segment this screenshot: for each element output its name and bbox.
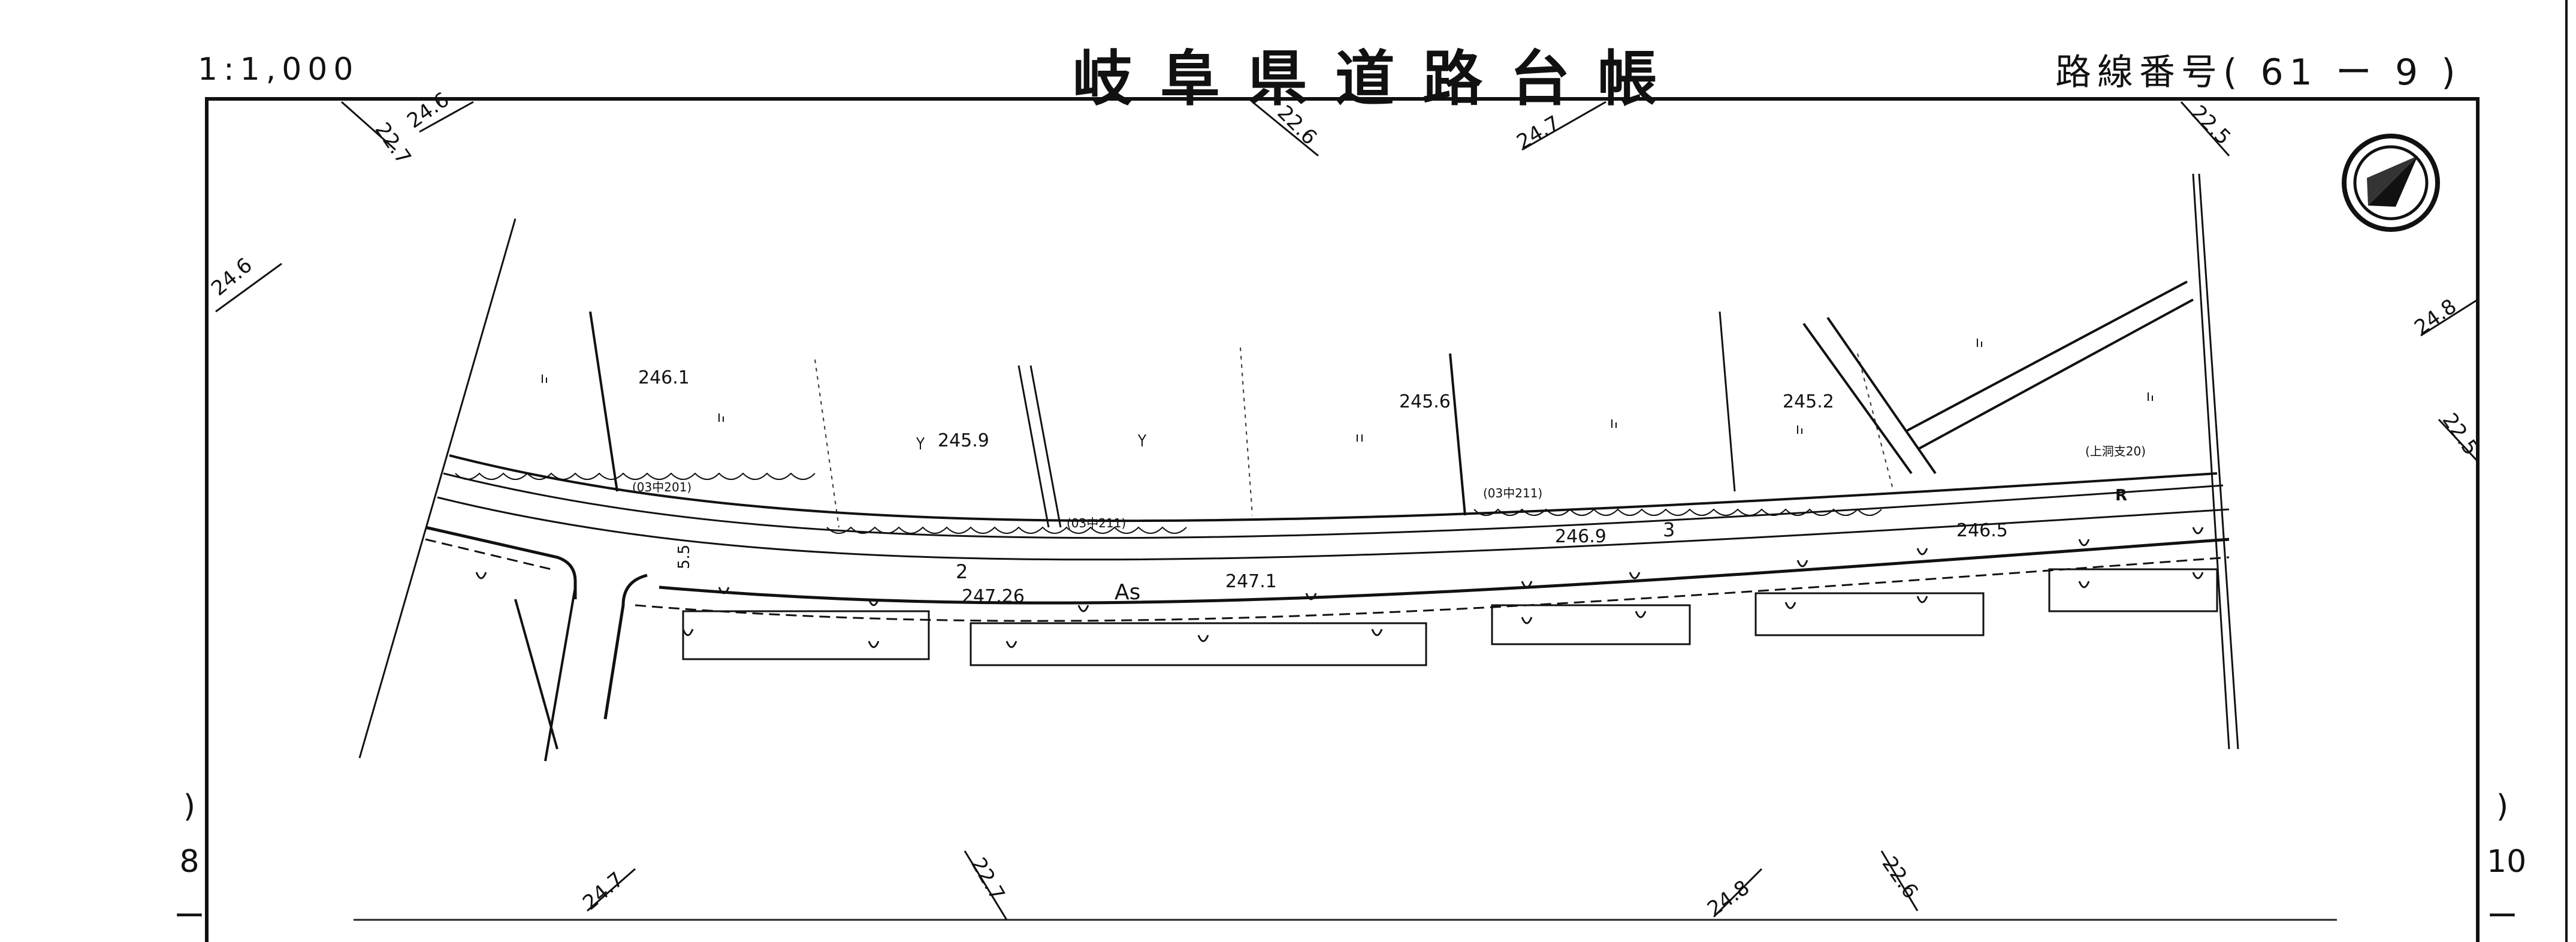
contour-label: 22.6 (1877, 852, 1923, 903)
contour-labels: 24.6 22.7 24.6 22.6 24.7 22.5 24.8 22.5 … (207, 87, 2483, 921)
elevation-labels: 246.1 245.9 245.6 245.2 246.9 246.5 247.… (638, 367, 2008, 607)
contour-label: 24.7 (1513, 111, 1565, 154)
fence-lines (514, 280, 2194, 762)
elevation-label: 245.6 (1399, 391, 1451, 412)
control-point-label: (03中211) (1067, 516, 1126, 530)
elevation-label: 246.1 (638, 367, 690, 388)
misc-labels: 2 3 5.5 As R (675, 487, 2127, 605)
contour-label: 22.7 (370, 118, 416, 169)
elevation-label: 246.9 (1555, 526, 1606, 547)
elevation-label: 245.9 (938, 430, 989, 451)
contour-label: 24.8 (2410, 294, 2461, 340)
drain-markers (475, 527, 2204, 648)
station-number: 3 (1663, 518, 1675, 541)
elevation-label: 245.2 (1783, 391, 1834, 412)
route-number: 路線番号( 61 ー 9 ) (2055, 52, 2462, 93)
road-width-label: 5.5 (675, 545, 693, 569)
control-point-label: (03中201) (632, 480, 691, 494)
map-frame (205, 97, 2480, 942)
contour-label: 24.7 (578, 868, 629, 915)
dotted-parcel-lines (814, 347, 1894, 528)
control-point-label: (03中211) (1483, 486, 1542, 500)
control-point-label: (上洞支20) (2085, 444, 2146, 458)
pavement-label: As (1115, 580, 1140, 605)
side-mark-left-paren: ) (183, 789, 196, 825)
control-point-labels: (03中201) (03中211) (03中211) (上洞支20) (632, 444, 2146, 530)
station-number: 2 (956, 560, 968, 583)
side-mark-left-dash: ー (174, 899, 206, 935)
elevation-label: 246.5 (1956, 520, 2008, 541)
elevation-label: 247.26 (962, 586, 1025, 607)
parcel-lines (358, 173, 2239, 759)
document-title: 岐阜県道路台帳 (1073, 44, 1685, 114)
side-mark-left-number: 8 (179, 844, 200, 880)
side-mark-right: ) 10 ー (2487, 789, 2526, 935)
side-mark-left: ) 8 ー (174, 791, 205, 932)
north-arrow-icon (2342, 134, 2440, 232)
contour-label: 24.6 (207, 253, 257, 301)
side-mark-right-dash: ー (2487, 899, 2518, 935)
contour-leaders (215, 101, 2479, 920)
road-edges (425, 454, 2230, 720)
contour-label: 24.8 (1703, 875, 1754, 921)
side-mark-right-paren: ) (2496, 789, 2509, 825)
contour-label: 22.7 (966, 854, 1009, 905)
contour-label: 22.5 (2187, 101, 2236, 150)
land-use-symbols (542, 339, 2153, 449)
map-scale: 1:1,000 (198, 52, 360, 87)
driveway-blocks (682, 568, 2218, 666)
retaining-wall (455, 472, 1882, 534)
elevation-label: 247.1 (1225, 571, 1277, 592)
marker-r-label: R (2115, 487, 2127, 505)
